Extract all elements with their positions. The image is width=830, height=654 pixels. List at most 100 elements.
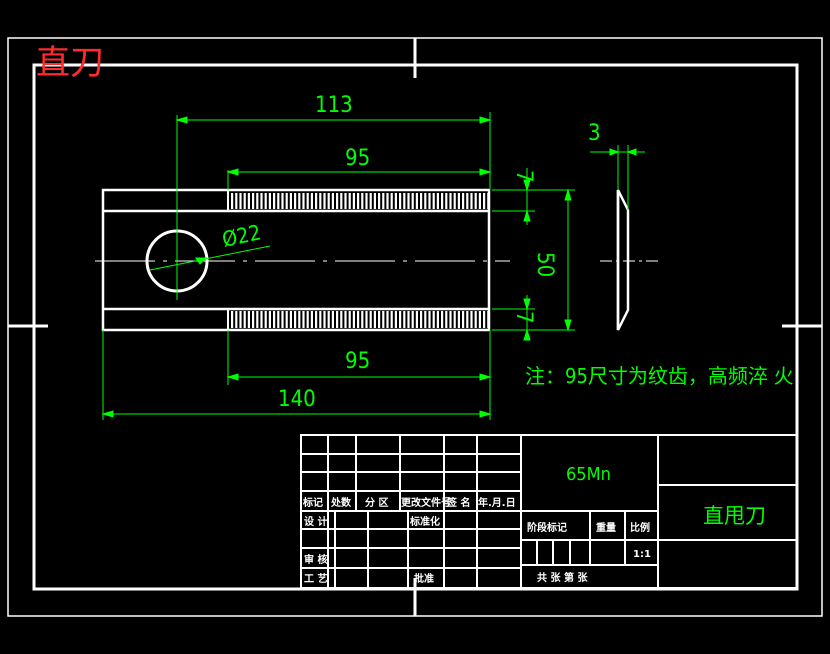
dim-95-bottom: 95 <box>345 349 370 374</box>
tooth <box>470 193 473 209</box>
tooth <box>294 193 297 209</box>
tb-label-date: 年.月.日 <box>478 496 516 509</box>
tooth <box>306 193 309 209</box>
tooth <box>331 311 334 328</box>
tb-label-change-doc: 更改文件号 <box>401 496 451 509</box>
tooth <box>357 193 360 209</box>
tooth <box>399 311 402 328</box>
tooth <box>466 193 469 209</box>
part-front-view <box>95 188 510 332</box>
tb-label-sign: 签 名 <box>446 496 470 509</box>
tooth <box>264 311 267 328</box>
tooth <box>407 311 410 328</box>
tooth <box>285 311 288 328</box>
tooth <box>365 193 368 209</box>
tooth <box>344 311 347 328</box>
tooth <box>390 193 393 209</box>
tooth <box>445 311 448 328</box>
tooth <box>327 311 330 328</box>
tb-sheets: 共 张 第 张 <box>537 571 588 584</box>
tooth <box>302 311 305 328</box>
tooth <box>382 311 385 328</box>
tooth <box>239 193 242 209</box>
tooth <box>441 311 444 328</box>
tooth <box>281 311 284 328</box>
tb-ratio: 比例 <box>630 521 650 534</box>
tb-material: 65Mn <box>566 464 611 485</box>
tooth <box>369 193 372 209</box>
title-block <box>300 434 798 589</box>
tooth <box>424 311 427 328</box>
tooth <box>352 311 355 328</box>
tooth <box>289 193 292 209</box>
tooth <box>361 311 364 328</box>
tooth <box>247 311 250 328</box>
tooth <box>420 311 423 328</box>
tooth <box>273 311 276 328</box>
tooth <box>252 193 255 209</box>
tooth <box>436 193 439 209</box>
tooth <box>399 193 402 209</box>
tooth <box>294 311 297 328</box>
tooth <box>277 311 280 328</box>
tb-approve: 批准 <box>414 572 434 585</box>
part-side-view <box>600 189 660 331</box>
tooth <box>487 193 490 209</box>
tooth <box>474 193 477 209</box>
tooth <box>411 311 414 328</box>
tb-label-zone: 分 区 <box>365 496 388 509</box>
tooth <box>483 311 486 328</box>
tooth <box>432 193 435 209</box>
tooth <box>260 311 263 328</box>
tooth <box>352 193 355 209</box>
tb-scale-value: 1:1 <box>633 549 651 560</box>
tooth <box>260 193 263 209</box>
tooth <box>357 311 360 328</box>
tooth <box>386 311 389 328</box>
tooth <box>373 311 376 328</box>
technical-note: 注：95尺寸为纹齿，高频淬 火 <box>525 364 794 388</box>
tooth <box>462 311 465 328</box>
tooth <box>453 311 456 328</box>
tooth <box>424 193 427 209</box>
tooth <box>394 193 397 209</box>
tooth <box>453 193 456 209</box>
dim-7-top: 7 <box>511 170 536 183</box>
tooth <box>273 193 276 209</box>
tooth <box>457 311 460 328</box>
tooth <box>420 193 423 209</box>
tooth <box>462 193 465 209</box>
tooth <box>268 193 271 209</box>
tb-review: 审 核 <box>304 553 327 566</box>
dim-95-top: 95 <box>345 146 370 171</box>
tooth <box>340 193 343 209</box>
tooth <box>394 311 397 328</box>
tooth <box>264 193 267 209</box>
tooth <box>457 193 460 209</box>
title-block-text: 标记 处数 分 区 更改文件号 签 名 年.月.日 设 计 标准化 审 核 工 … <box>302 464 766 585</box>
tooth <box>243 311 246 328</box>
tooth <box>323 193 326 209</box>
tooth <box>487 311 490 328</box>
tb-part-name: 直甩刀 <box>703 504 766 528</box>
tooth <box>411 193 414 209</box>
tooth <box>344 193 347 209</box>
tooth <box>361 193 364 209</box>
tooth <box>403 311 406 328</box>
drawing-title: 直刀 <box>36 43 104 83</box>
tooth <box>474 311 477 328</box>
tooth <box>319 193 322 209</box>
tooth <box>436 311 439 328</box>
tooth <box>285 193 288 209</box>
dimensions <box>101 112 645 420</box>
tooth <box>478 311 481 328</box>
dim-7-bottom: 7 <box>511 311 536 324</box>
tooth <box>235 193 238 209</box>
tooth <box>386 193 389 209</box>
serration-top <box>231 193 490 209</box>
tooth <box>298 193 301 209</box>
dim-50: 50 <box>532 252 557 277</box>
tooth <box>478 193 481 209</box>
tooth <box>243 193 246 209</box>
